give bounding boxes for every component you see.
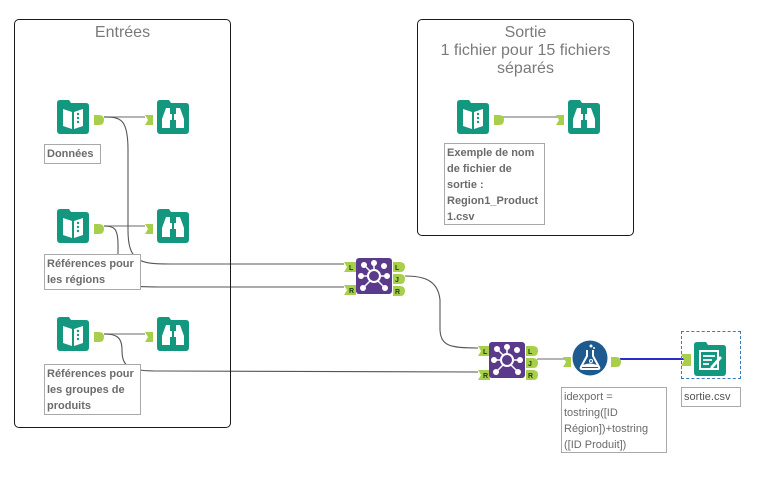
output-anchor[interactable]: [494, 112, 504, 130]
output-anchor[interactable]: [94, 329, 104, 347]
svg-text:R: R: [395, 289, 400, 296]
wire-join1-to-join2-left[interactable]: [404, 275, 479, 349]
input-data-icon: [457, 100, 489, 134]
input-anchor[interactable]: [145, 221, 153, 239]
input-data-tool-example[interactable]: [455, 99, 491, 135]
output-data-icon: [694, 342, 726, 376]
formula-input-anchor[interactable]: [563, 354, 571, 372]
browse-tool-2[interactable]: [155, 208, 191, 244]
svg-text:J: J: [528, 361, 532, 368]
binoculars-icon: [568, 100, 600, 134]
annotation-formula: idexport = tostring([ID Région])+tostrin…: [561, 387, 667, 453]
input-data-icon: [57, 317, 89, 351]
binoculars-icon: [157, 100, 189, 134]
input-anchor[interactable]: [145, 112, 153, 130]
join-tool-2[interactable]: [489, 342, 525, 378]
annotation-example-filename: Exemple de nom de fichier de sortie : Re…: [444, 143, 545, 225]
container-output[interactable]: Sortie 1 fichier pour 15 fichiers séparé…: [417, 19, 634, 236]
annotation-output-file: sortie.csv: [681, 387, 741, 407]
input-anchor[interactable]: [556, 112, 564, 130]
input-data-tool-donnees[interactable]: [55, 99, 91, 135]
output-tool-input-anchor[interactable]: [681, 353, 691, 371]
browse-tool-3[interactable]: [155, 316, 191, 352]
svg-text:R: R: [349, 288, 354, 295]
svg-text:J: J: [395, 277, 399, 284]
container-title: Sortie 1 fichier pour 15 fichiers séparé…: [440, 24, 611, 77]
join2-output-join[interactable]: J: [526, 355, 538, 373]
flask-icon: [572, 340, 608, 376]
join1-output-right[interactable]: R: [393, 283, 405, 301]
output-anchor[interactable]: [94, 112, 104, 130]
input-data-tool-products[interactable]: [55, 316, 91, 352]
wire-data-to-join1-left[interactable]: [103, 116, 344, 265]
join2-output-right[interactable]: R: [526, 367, 538, 385]
svg-text:R: R: [528, 373, 533, 380]
formula-output-anchor[interactable]: [611, 354, 621, 372]
svg-text:L: L: [483, 349, 488, 356]
join1-input-right[interactable]: R: [344, 282, 356, 300]
input-data-icon: [57, 100, 89, 134]
annotation-regions: Références pour les régions: [44, 254, 141, 290]
join1-output-join[interactable]: J: [393, 271, 405, 289]
input-data-icon: [57, 209, 89, 243]
browse-tool-example[interactable]: [566, 99, 602, 135]
output-anchor[interactable]: [94, 221, 104, 239]
join2-input-left[interactable]: L: [478, 343, 490, 361]
annotation-products: Références pour les groupes de produits: [44, 364, 141, 415]
svg-text:R: R: [483, 373, 488, 380]
wire-products-to-join2-right[interactable]: [103, 333, 479, 373]
svg-text:L: L: [395, 265, 400, 272]
join-tool-1[interactable]: [356, 258, 392, 294]
join2-input-right[interactable]: R: [478, 367, 490, 385]
input-data-tool-regions[interactable]: [55, 208, 91, 244]
formula-tool[interactable]: [572, 340, 608, 376]
output-data-tool[interactable]: [692, 341, 728, 377]
input-anchor[interactable]: [145, 329, 153, 347]
container-title: Entrées: [94, 24, 151, 41]
binoculars-icon: [157, 209, 189, 243]
annotation-donnees: Données: [44, 144, 101, 164]
join1-input-left[interactable]: L: [344, 259, 356, 277]
svg-text:L: L: [349, 265, 354, 272]
join-icon: [356, 258, 392, 294]
binoculars-icon: [157, 317, 189, 351]
join-icon: [489, 342, 525, 378]
join1-output-left[interactable]: L: [393, 259, 405, 277]
svg-text:L: L: [528, 349, 533, 356]
join2-output-left[interactable]: L: [526, 343, 538, 361]
browse-tool-1[interactable]: [155, 99, 191, 135]
container-inputs[interactable]: Entrées: [14, 19, 231, 428]
